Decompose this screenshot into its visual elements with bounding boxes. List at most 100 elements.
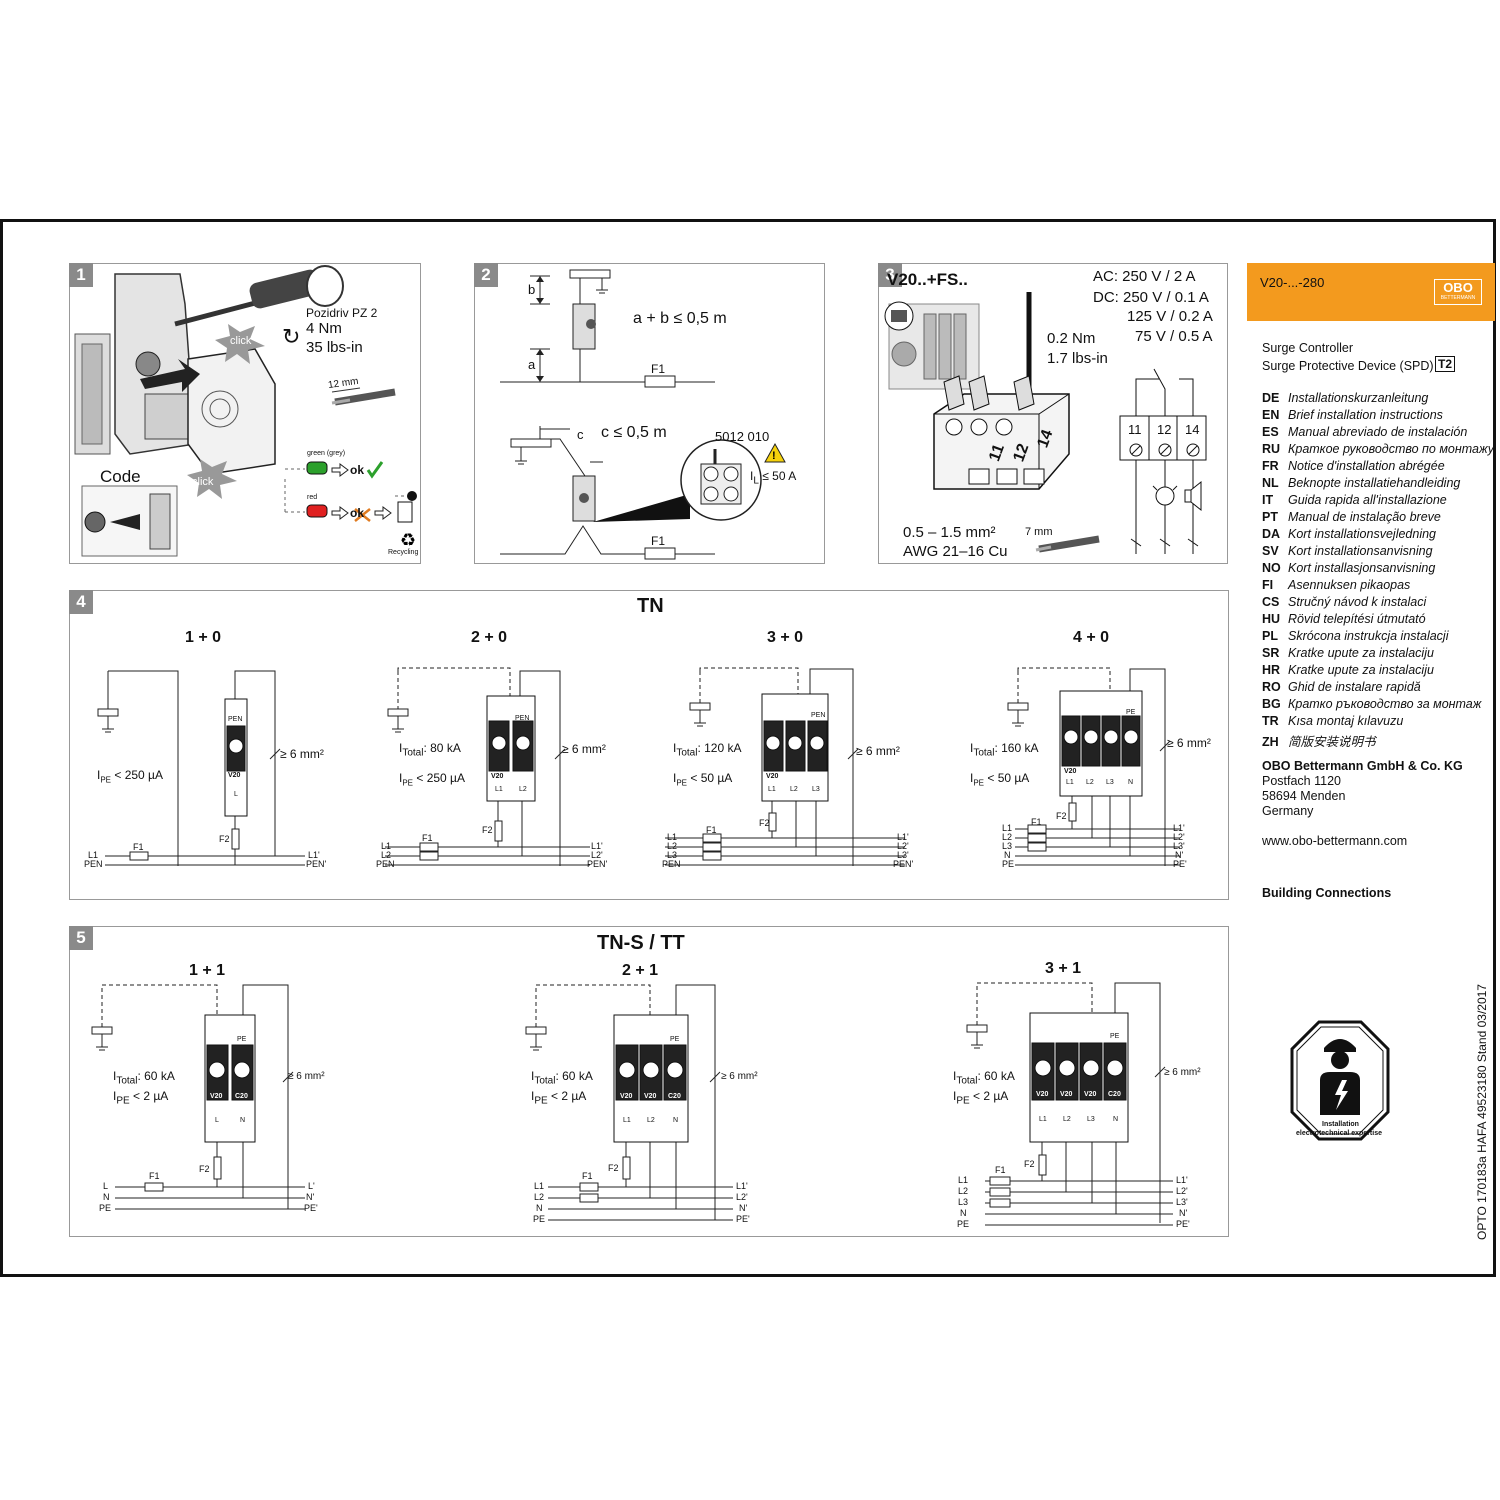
torque-nm: 0.2 Nm [1047, 330, 1096, 347]
ipe-sub: PE [100, 775, 112, 785]
ipe-sub: PE [534, 1095, 548, 1107]
module-terminal-top: PEN [228, 716, 243, 723]
torque-lbs: 1.7 lbs-in [1047, 350, 1108, 367]
wire-range: 0.5 – 1.5 mm² [903, 524, 996, 541]
fuse-f2: F2 [1024, 1159, 1035, 1169]
line-pen: PEN [84, 859, 103, 869]
module-label: V20 [1060, 1091, 1073, 1098]
website-link[interactable]: www.obo-bettermann.com [1262, 834, 1408, 848]
torque-nm: 4 Nm [306, 320, 342, 337]
language-title: Beknopte installatiehandleiding [1288, 476, 1461, 490]
ipe-symbol: I [399, 771, 403, 785]
length-rule-c: c ≤ 0,5 m [601, 424, 667, 441]
module-label: V20 [1084, 1091, 1097, 1098]
module-terminal: L2 [519, 786, 527, 793]
module-terminal: N [1113, 1116, 1119, 1123]
language-code: SR [1262, 646, 1280, 660]
badge-line-1: Installation [1322, 1121, 1359, 1128]
diagram-title: 2 + 0 [471, 629, 508, 646]
fuse-f2: F2 [759, 818, 770, 828]
dim-b-label: b [528, 282, 536, 297]
contact-14: 14 [1185, 422, 1200, 437]
line-pen-out: PEN' [893, 859, 914, 869]
itotal-symbol: I [673, 741, 677, 755]
itotal-value: ITotal: 60 kA [113, 1069, 175, 1086]
ipe-sub: PE [956, 1095, 970, 1107]
panel-number: 1 [69, 263, 93, 287]
language-code: FR [1262, 459, 1279, 473]
line-n-out: N' [1175, 850, 1184, 860]
language-code: EN [1262, 408, 1280, 422]
ipe-value: IPE < 2 µA [113, 1089, 168, 1106]
module-terminal: N [673, 1117, 679, 1124]
cross-section: ≥ 6 mm² [1167, 736, 1211, 750]
line-pe-out: PE' [1176, 1219, 1190, 1229]
language-title: Installationskurzanleitung [1288, 391, 1429, 405]
length-rule-ab: a + b ≤ 0,5 m [633, 310, 727, 327]
cross-section: ≥ 6 mm² [1164, 1067, 1201, 1078]
line-l1: L1 [88, 850, 99, 860]
ipe-value: IPE < 50 µA [970, 771, 1029, 787]
fuse-f1: F1 [582, 1171, 593, 1181]
ipe-limit: < 2 µA [973, 1089, 1009, 1103]
fuse-f1: F1 [422, 833, 433, 843]
line-n: N [1004, 850, 1011, 860]
language-title: Rövid telepítési útmutató [1288, 612, 1426, 626]
tagline: Building Connections [1262, 886, 1392, 900]
ipe-limit: < 250 µA [416, 771, 465, 785]
line-l3-out: L3' [897, 850, 909, 860]
address-line-2: 58694 Menden [1262, 789, 1346, 803]
ipe-value: IPE < 2 µA [531, 1089, 586, 1106]
cable-length-diagram: ! [500, 269, 786, 560]
line-l1-out: L1' [1176, 1175, 1188, 1185]
line-l3: L3 [667, 850, 678, 860]
line-l2: L2 [381, 850, 392, 860]
module-terminal-top: PEN [811, 712, 826, 719]
line-l2: L2 [667, 841, 678, 851]
itotal-value: ITotal: 160 kA [970, 741, 1039, 758]
itotal-sub: Total [402, 747, 424, 759]
line-pen: PEN [662, 859, 681, 869]
itotal-sub: Total [956, 1075, 978, 1087]
ipe-symbol: I [970, 771, 974, 785]
fuse-f2: F2 [482, 825, 493, 835]
language-code: NL [1262, 476, 1279, 490]
module-terminal-top: PEN [515, 715, 530, 722]
panel-tns-tt: 5 TN-S / TT [69, 926, 1229, 1237]
product-header [1247, 263, 1495, 321]
itotal-value: ITotal: 80 kA [399, 741, 461, 758]
ipe-limit: < 250 µA [114, 768, 163, 782]
module-terminal: L3 [812, 786, 820, 793]
module-label: V20 [1064, 768, 1077, 775]
language-item: NL Beknopte installatiehandleiding [1262, 476, 1460, 490]
ipe-sub: PE [676, 778, 688, 788]
itotal-sub: Total [676, 747, 698, 759]
line-pen-out: PEN' [587, 859, 608, 869]
panel-title: TN-S / TT [597, 932, 685, 954]
line-n: N [960, 1208, 967, 1218]
module-label: V20 [491, 773, 504, 780]
module-terminal: L2 [790, 786, 798, 793]
max-current-symbol: I [750, 469, 754, 483]
module-terminal: L3 [1087, 1116, 1095, 1123]
line-l2-out: L2' [1176, 1186, 1188, 1196]
language-code: PT [1262, 510, 1278, 524]
language-code: HR [1262, 663, 1281, 677]
recycling-label: Recycling [388, 549, 419, 556]
language-title: Kort installationsanvisning [1288, 544, 1433, 558]
itotal-sub: Total [973, 747, 995, 759]
module-label: C20 [668, 1093, 681, 1100]
language-code: SV [1262, 544, 1279, 558]
line-n: N [536, 1203, 543, 1213]
module-terminal-top: PE [1110, 1033, 1120, 1040]
module-terminal: L1 [623, 1117, 631, 1124]
